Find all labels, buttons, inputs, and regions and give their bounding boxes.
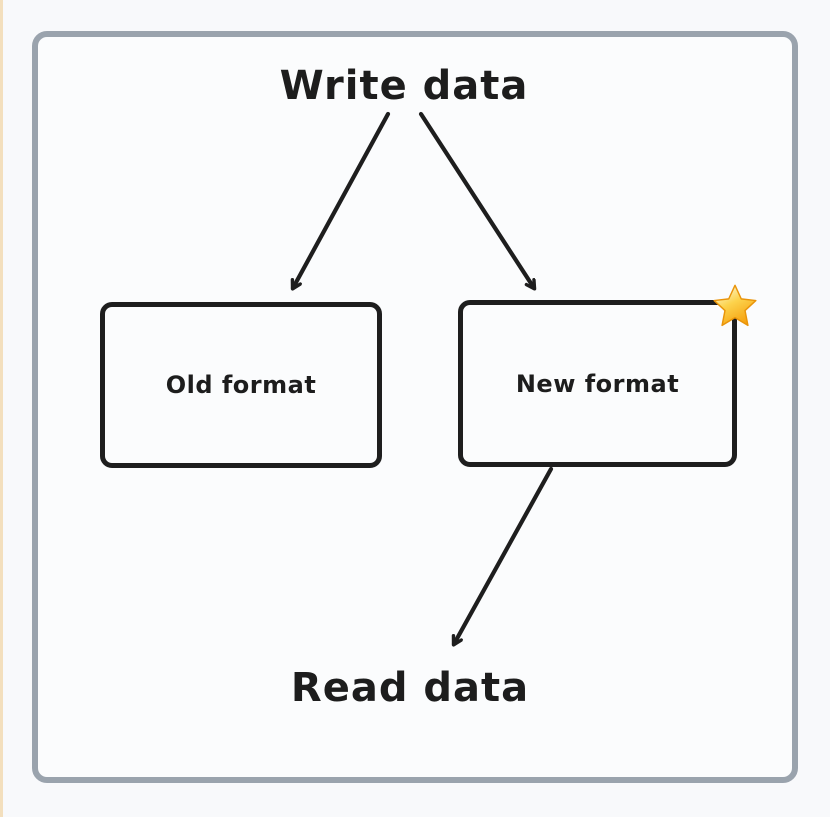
node-old-format: Old format [100, 302, 382, 468]
write-data-label: Write data [279, 63, 529, 109]
left-edge-strip [0, 0, 3, 817]
read-data-label: Read data [290, 665, 530, 711]
old-format-label: Old format [165, 371, 317, 399]
star-icon [713, 284, 757, 327]
node-new-format: New format [458, 284, 757, 467]
new-format-label: New format [515, 369, 680, 398]
